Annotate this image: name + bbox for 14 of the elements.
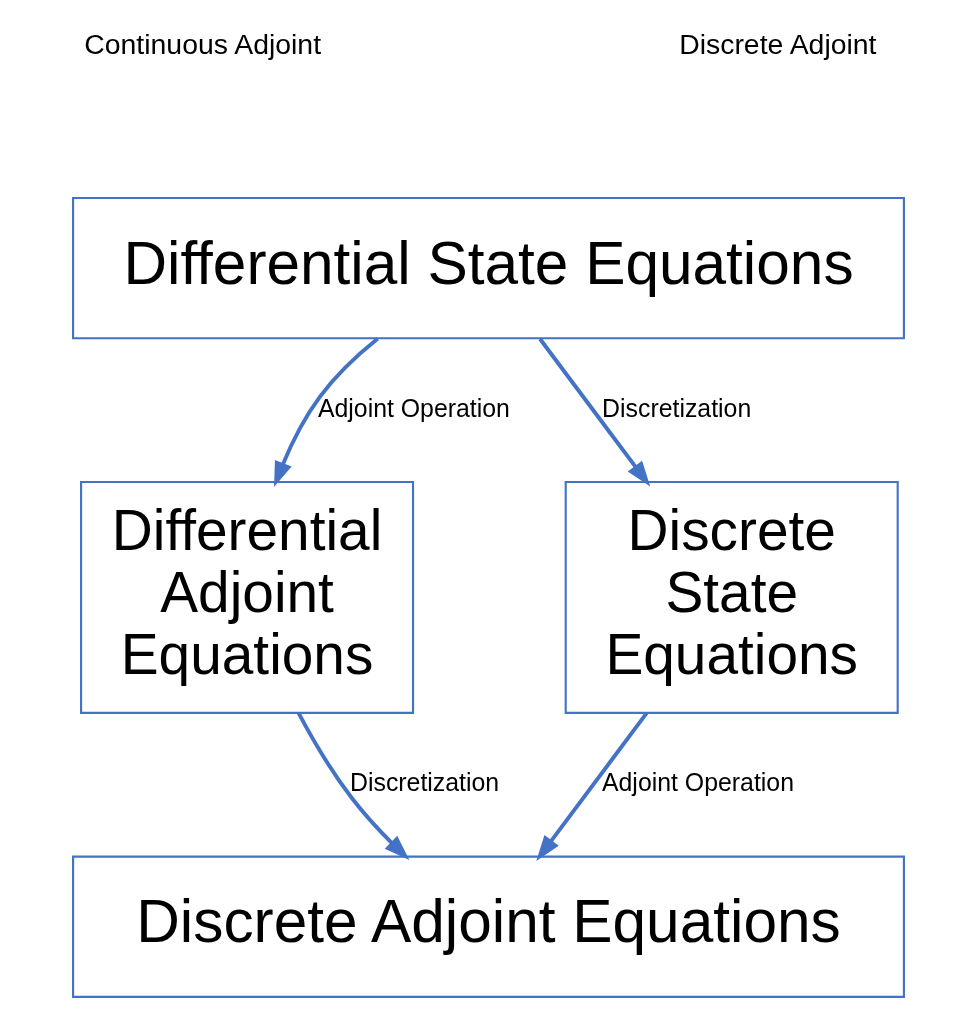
edge-label: Adjoint Operation — [601, 769, 794, 797]
arrow — [296, 712, 410, 861]
node-box: Differential State Equations — [72, 196, 905, 340]
node-box: Discrete Adjoint Equations — [72, 855, 905, 998]
node-box: Differential Adjoint Equations — [80, 480, 415, 714]
edge-label: Adjoint Operation — [317, 394, 510, 422]
label: Continuous Adjoint — [84, 27, 322, 60]
arrow — [536, 711, 649, 861]
label: Discrete Adjoint — [679, 27, 877, 60]
edge-label: Discretization — [602, 394, 752, 422]
arrow — [538, 337, 651, 487]
arrow — [274, 337, 379, 488]
node-box: Discrete State Equations — [564, 480, 899, 714]
edge-label: Discretization — [350, 769, 500, 797]
